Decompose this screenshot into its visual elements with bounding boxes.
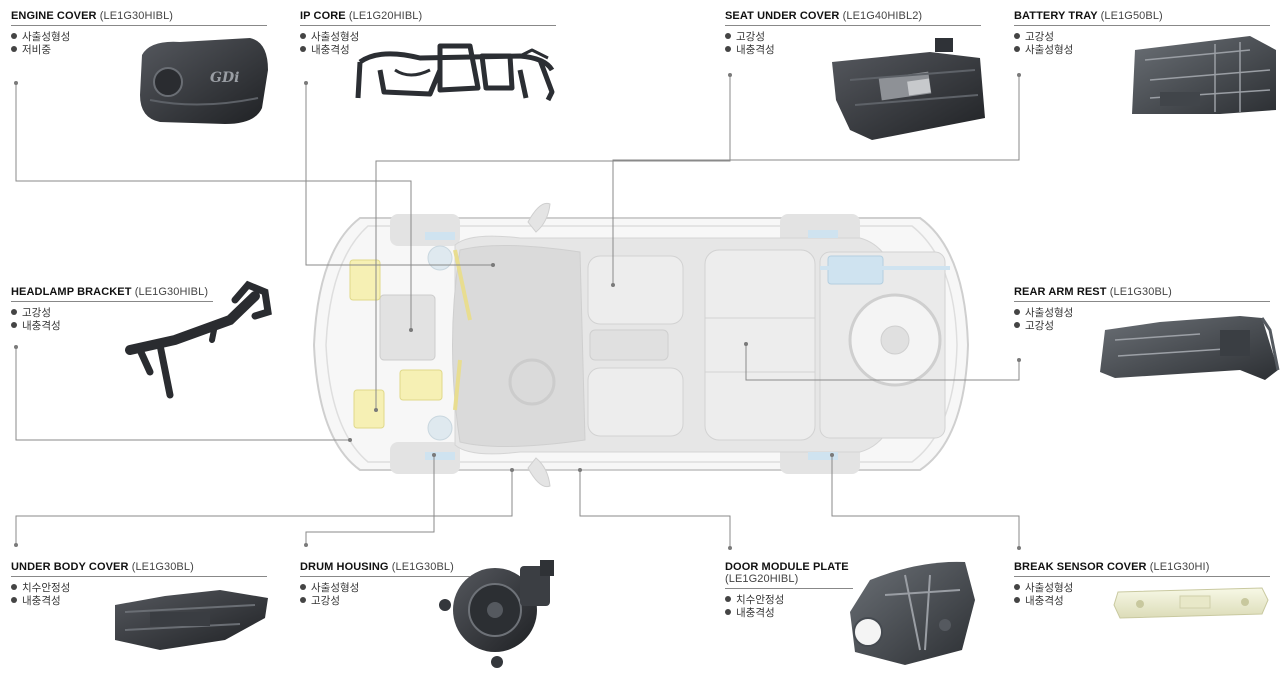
part-title: DOOR MODULE PLATE (LE1G20HIBL)	[725, 561, 853, 589]
feature-item: 내충격성	[11, 320, 213, 333]
part-code: (LE1G40HIBL2)	[842, 10, 923, 22]
part-name: SEAT UNDER COVER	[725, 10, 840, 22]
feature-list: 고강성 내충격성	[11, 307, 213, 333]
part-code: (LE1G30BL)	[131, 561, 194, 573]
part-title: ENGINE COVER (LE1G30HIBL)	[11, 10, 267, 26]
leader-dots	[14, 73, 1021, 550]
drum-housing-image	[439, 560, 554, 668]
feature-item: 저비중	[11, 44, 267, 57]
part-name: BATTERY TRAY	[1014, 10, 1098, 22]
part-title: SEAT UNDER COVER (LE1G40HIBL2)	[725, 10, 981, 26]
part-code: (LE1G50BL)	[1100, 10, 1163, 22]
callout-break-sensor-cover: BREAK SENSOR COVER (LE1G30HI) 사출성형성 내충격성	[1014, 561, 1270, 608]
callout-engine-cover: ENGINE COVER (LE1G30HIBL) 사출성형성 저비중	[11, 10, 267, 57]
callout-door-module-plate: DOOR MODULE PLATE (LE1G20HIBL) 치수안정성 내충격…	[725, 561, 853, 620]
part-code: (LE1G30HIBL)	[99, 10, 174, 22]
part-title: IP CORE (LE1G20HIBL)	[300, 10, 556, 26]
callout-battery-tray: BATTERY TRAY (LE1G50BL) 고강성 사출성형성	[1014, 10, 1270, 57]
door-module-plate-image	[850, 561, 975, 665]
part-name: HEADLAMP BRACKET	[11, 286, 132, 298]
feature-list: 고강성 내충격성	[725, 31, 981, 57]
feature-item: 내충격성	[725, 44, 981, 57]
callout-drum-housing: DRUM HOUSING (LE1G30BL) 사출성형성 고강성	[300, 561, 470, 608]
part-code: (LE1G20HIBL)	[725, 573, 799, 585]
part-name: DOOR MODULE PLATE	[725, 561, 849, 573]
part-title: DRUM HOUSING (LE1G30BL)	[300, 561, 470, 577]
part-title: UNDER BODY COVER (LE1G30BL)	[11, 561, 267, 577]
part-name: BREAK SENSOR COVER	[1014, 561, 1147, 573]
feature-list: 사출성형성 내충격성	[300, 31, 556, 57]
part-name: ENGINE COVER	[11, 10, 97, 22]
feature-item: 치수안정성	[725, 594, 853, 607]
feature-list: 고강성 사출성형성	[1014, 31, 1270, 57]
feature-list: 치수안정성 내충격성	[11, 582, 267, 608]
part-name: IP CORE	[300, 10, 346, 22]
gdi-logo: GDi	[210, 70, 239, 86]
feature-list: 사출성형성 고강성	[1014, 307, 1270, 333]
part-title: REAR ARM REST (LE1G30BL)	[1014, 286, 1270, 302]
feature-item: 고강성	[725, 31, 981, 44]
feature-list: 사출성형성 내충격성	[1014, 582, 1270, 608]
callout-headlamp-bracket: HEADLAMP BRACKET (LE1G30HIBL) 고강성 내충격성	[11, 286, 213, 333]
leader-lines	[15, 75, 1020, 548]
part-title: BREAK SENSOR COVER (LE1G30HI)	[1014, 561, 1270, 577]
feature-item: 고강성	[11, 307, 213, 320]
part-name: DRUM HOUSING	[300, 561, 389, 573]
feature-item: 사출성형성	[300, 582, 470, 595]
callout-under-body-cover: UNDER BODY COVER (LE1G30BL) 치수안정성 내충격성	[11, 561, 267, 608]
feature-item: 치수안정성	[11, 582, 267, 595]
part-code: (LE1G20HIBL)	[348, 10, 423, 22]
part-name: UNDER BODY COVER	[11, 561, 129, 573]
feature-item: 고강성	[1014, 320, 1270, 333]
feature-item: 사출성형성	[1014, 582, 1270, 595]
seat-under-cover-image	[832, 38, 985, 140]
feature-item: 내충격성	[725, 607, 853, 620]
feature-list: 사출성형성 저비중	[11, 31, 267, 57]
callout-ip-core: IP CORE (LE1G20HIBL) 사출성형성 내충격성	[300, 10, 556, 57]
part-code: (LE1G30BL)	[1109, 286, 1172, 298]
feature-item: 사출성형성	[11, 31, 267, 44]
feature-item: 고강성	[1014, 31, 1270, 44]
part-code: (LE1G30HIBL)	[134, 286, 209, 298]
callout-rear-arm-rest: REAR ARM REST (LE1G30BL) 사출성형성 고강성	[1014, 286, 1270, 333]
feature-item: 내충격성	[1014, 595, 1270, 608]
car-top-view	[312, 202, 970, 488]
feature-item: 사출성형성	[300, 31, 556, 44]
feature-item: 고강성	[300, 595, 470, 608]
part-code: (LE1G30BL)	[391, 561, 454, 573]
feature-list: 사출성형성 고강성	[300, 582, 470, 608]
feature-item: 사출성형성	[1014, 44, 1270, 57]
part-title: BATTERY TRAY (LE1G50BL)	[1014, 10, 1270, 26]
engine-cover-image: GDi	[140, 38, 268, 124]
feature-item: 사출성형성	[1014, 307, 1270, 320]
feature-item: 내충격성	[300, 44, 556, 57]
part-code: (LE1G30HI)	[1149, 561, 1210, 573]
part-name: REAR ARM REST	[1014, 286, 1107, 298]
part-title: HEADLAMP BRACKET (LE1G30HIBL)	[11, 286, 213, 302]
feature-item: 내충격성	[11, 595, 267, 608]
feature-list: 치수안정성 내충격성	[725, 594, 853, 620]
callout-seat-under-cover: SEAT UNDER COVER (LE1G40HIBL2) 고강성 내충격성	[725, 10, 981, 57]
